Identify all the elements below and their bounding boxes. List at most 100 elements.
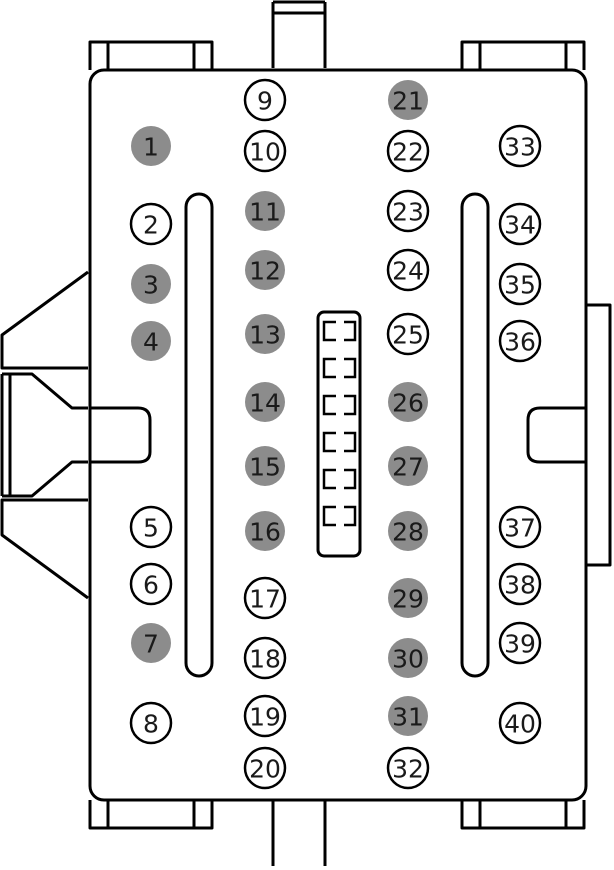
pin-label: 31 bbox=[392, 703, 424, 732]
pin-18: 18 bbox=[243, 636, 287, 680]
pin-22: 22 bbox=[386, 129, 430, 173]
pin-circle bbox=[498, 562, 542, 606]
key-cell bbox=[322, 394, 336, 416]
pin-36: 36 bbox=[498, 319, 542, 363]
pin-label: 14 bbox=[249, 389, 281, 418]
pin-label: 40 bbox=[504, 710, 536, 739]
pin-19: 19 bbox=[243, 694, 287, 738]
pin-circle bbox=[131, 623, 171, 663]
key-cell bbox=[344, 320, 357, 342]
pin-9: 9 bbox=[243, 78, 287, 122]
key-cell bbox=[322, 320, 336, 342]
pin-23: 23 bbox=[386, 189, 430, 233]
pin-circle bbox=[388, 382, 428, 422]
pin-label: 28 bbox=[392, 518, 424, 547]
pin-label: 4 bbox=[143, 328, 159, 357]
pin-label: 16 bbox=[249, 518, 281, 547]
key-cell bbox=[344, 468, 357, 490]
pin-circle bbox=[245, 250, 285, 290]
pin-33: 33 bbox=[498, 124, 542, 168]
pin-circle bbox=[131, 264, 171, 304]
pin-label: 26 bbox=[392, 389, 424, 418]
key-cell bbox=[344, 431, 357, 453]
pin-label: 20 bbox=[249, 755, 281, 784]
pin-circle bbox=[386, 129, 430, 173]
pin-circle bbox=[243, 694, 287, 738]
center-key-block bbox=[316, 310, 362, 558]
pin-circle bbox=[498, 262, 542, 306]
pin-13: 13 bbox=[245, 314, 285, 354]
pin-label: 29 bbox=[392, 585, 424, 614]
pin-circle bbox=[498, 319, 542, 363]
pin-circle bbox=[498, 701, 542, 745]
pin-label: 37 bbox=[504, 514, 536, 543]
pin-label: 19 bbox=[249, 703, 281, 732]
left-side-clip bbox=[0, 270, 89, 600]
pin-label: 5 bbox=[143, 514, 159, 543]
pin-label: 7 bbox=[143, 630, 159, 659]
pin-label: 17 bbox=[249, 585, 281, 614]
pin-10: 10 bbox=[243, 129, 287, 173]
pin-circle bbox=[386, 312, 430, 356]
pin-2: 2 bbox=[129, 202, 173, 246]
pin-label: 33 bbox=[504, 133, 536, 162]
pin-circle bbox=[388, 578, 428, 618]
key-cell bbox=[322, 431, 336, 453]
pin-circle bbox=[243, 129, 287, 173]
pin-circle bbox=[245, 446, 285, 486]
pin-31: 31 bbox=[388, 696, 428, 736]
pin-label: 38 bbox=[504, 571, 536, 600]
pin-21: 21 bbox=[388, 80, 428, 120]
pin-circle bbox=[386, 248, 430, 292]
pin-circle bbox=[498, 505, 542, 549]
left-guide-slot bbox=[184, 192, 214, 678]
pin-label: 36 bbox=[504, 328, 536, 357]
pin-circle bbox=[131, 126, 171, 166]
pin-label: 34 bbox=[504, 211, 536, 240]
pin-label: 3 bbox=[143, 271, 159, 300]
pin-label: 24 bbox=[392, 257, 424, 286]
pin-37: 37 bbox=[498, 505, 542, 549]
pin-6: 6 bbox=[129, 562, 173, 606]
pin-circle bbox=[245, 191, 285, 231]
pin-29: 29 bbox=[388, 578, 428, 618]
pin-40: 40 bbox=[498, 701, 542, 745]
pin-16: 16 bbox=[245, 511, 285, 551]
pin-circle bbox=[243, 746, 287, 790]
pin-label: 2 bbox=[143, 211, 159, 240]
pin-circle bbox=[129, 202, 173, 246]
key-cell bbox=[344, 505, 357, 527]
pin-circle bbox=[129, 562, 173, 606]
connector-housing bbox=[88, 68, 588, 802]
pin-34: 34 bbox=[498, 202, 542, 246]
pin-27: 27 bbox=[388, 446, 428, 486]
key-cell bbox=[344, 394, 357, 416]
pin-label: 32 bbox=[392, 755, 424, 784]
pin-label: 1 bbox=[143, 133, 159, 162]
key-cell bbox=[322, 468, 336, 490]
pin-grid: 1234567891011121314151617181920212223242… bbox=[129, 78, 542, 790]
pin-label: 18 bbox=[249, 645, 281, 674]
pin-circle bbox=[388, 696, 428, 736]
pin-circle bbox=[129, 701, 173, 745]
pin-label: 21 bbox=[392, 87, 424, 116]
bottom-center-tab bbox=[271, 800, 327, 866]
right-guide-slot bbox=[460, 192, 490, 678]
pin-39: 39 bbox=[498, 621, 542, 665]
pin-24: 24 bbox=[386, 248, 430, 292]
pin-circle bbox=[129, 505, 173, 549]
pin-17: 17 bbox=[243, 576, 287, 620]
pin-20: 20 bbox=[243, 746, 287, 790]
pin-circle bbox=[386, 746, 430, 790]
pin-circle bbox=[498, 202, 542, 246]
pin-label: 6 bbox=[143, 571, 159, 600]
pin-label: 15 bbox=[249, 453, 281, 482]
pin-label: 35 bbox=[504, 271, 536, 300]
pin-circle bbox=[243, 78, 287, 122]
pin-label: 11 bbox=[249, 198, 281, 227]
pin-26: 26 bbox=[388, 382, 428, 422]
pin-circle bbox=[245, 382, 285, 422]
pin-circle bbox=[245, 511, 285, 551]
pin-label: 39 bbox=[504, 630, 536, 659]
